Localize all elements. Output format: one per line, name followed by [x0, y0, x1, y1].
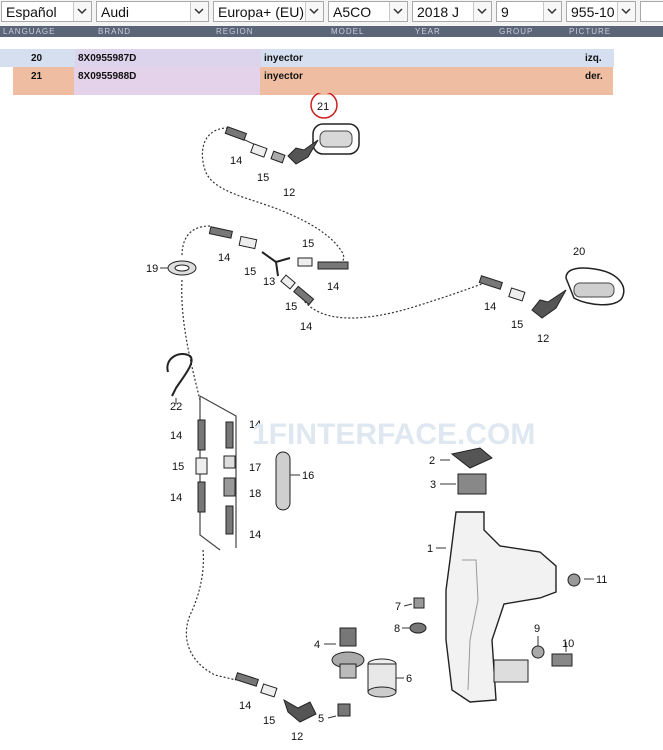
- callout-10: 10: [562, 638, 574, 650]
- label-group: GROUP: [499, 27, 534, 36]
- callout-14: 14: [249, 419, 261, 431]
- callout-18: 18: [249, 488, 261, 500]
- callout-16: 16: [302, 470, 314, 482]
- label-year: YEAR: [415, 27, 441, 36]
- upper-hose-parts: 14 15 12: [224, 126, 295, 199]
- callout-14: 14: [249, 529, 261, 541]
- lower-hose-parts: 14 15 12: [234, 672, 317, 743]
- callout-13: 13: [263, 276, 275, 288]
- highlight-circle: [310, 93, 338, 119]
- year-select-value: 2018 J: [417, 4, 460, 20]
- chevron-down-icon: [190, 2, 208, 21]
- callout-8: 8: [394, 623, 400, 635]
- callout-14: 14: [239, 700, 251, 712]
- callout-15: 15: [172, 461, 184, 473]
- injector-20: 20 14 15 12: [478, 246, 625, 345]
- hose-sleeve-16: 16: [275, 451, 314, 511]
- label-region: REGION: [216, 27, 254, 36]
- washer-reservoir: 1 2 3 4 6 5 7 8 9 10 11: [314, 447, 607, 725]
- region-select[interactable]: Europa+ (EU): [213, 1, 324, 22]
- picture-select-value: 955-10: [571, 4, 615, 20]
- callout-17: 17: [249, 462, 261, 474]
- part-position: 20: [31, 53, 43, 64]
- part-number-cell: [74, 67, 260, 95]
- label-language: LANGUAGE: [3, 27, 56, 36]
- year-select[interactable]: 2018 J: [412, 1, 492, 22]
- part-number: 8X0955988D: [78, 71, 137, 82]
- parts-row-selected[interactable]: 21 8X0955988D inyector der.: [13, 67, 613, 95]
- callout-12: 12: [537, 333, 549, 345]
- callout-14: 14: [484, 301, 496, 313]
- group-select-value: 9: [501, 4, 509, 20]
- chevron-down-icon: [473, 2, 491, 21]
- label-picture: PICTURE: [569, 27, 612, 36]
- grommet-19: 19: [146, 260, 197, 276]
- brand-select-value: Audi: [101, 4, 130, 20]
- label-model: MODEL: [331, 27, 365, 36]
- selector-bar: Español Audi Europa+ (EU) A5CO 2018 J 9 …: [0, 0, 663, 26]
- callout-1: 1: [427, 543, 433, 555]
- callout-7: 7: [395, 601, 401, 613]
- callout-15: 15: [285, 301, 297, 313]
- callout-15: 15: [511, 319, 523, 331]
- chevron-down-icon: [543, 2, 561, 21]
- part-number-cell: [75, 49, 261, 67]
- callout-6: 6: [406, 673, 412, 685]
- vertical-hose-group: 14 15 14 14 17 18 14: [170, 419, 261, 541]
- part-position: 21: [31, 71, 43, 82]
- callout-22: 22: [170, 401, 182, 413]
- watermark-text: 1FINTERFACE.COM: [252, 418, 535, 451]
- exploded-parts-diagram: 21 14 15 12 14 15 13 15 14 15 14 19: [146, 93, 625, 743]
- callout-5: 5: [318, 713, 324, 725]
- chevron-down-icon: [389, 2, 407, 21]
- callout-19: 19: [146, 263, 158, 275]
- language-select-value: Español: [6, 4, 57, 20]
- brand-select[interactable]: Audi: [96, 1, 209, 22]
- model-select-value: A5CO: [333, 4, 372, 20]
- callout-14: 14: [170, 492, 182, 504]
- cable-tie-22: 22: [166, 353, 193, 413]
- callout-9: 9: [534, 623, 540, 635]
- language-select[interactable]: Español: [1, 1, 92, 22]
- callout-14: 14: [300, 321, 312, 333]
- callout-15: 15: [257, 172, 269, 184]
- extra-select[interactable]: [640, 1, 663, 22]
- callout-14: 14: [327, 281, 339, 293]
- part-note: izq.: [585, 53, 602, 64]
- injector-21: 21: [287, 93, 360, 165]
- callout-15: 15: [244, 266, 256, 278]
- chevron-down-icon: [305, 2, 323, 21]
- chevron-down-icon: [617, 2, 635, 21]
- region-select-value: Europa+ (EU): [218, 4, 304, 20]
- chevron-down-icon: [73, 2, 91, 21]
- part-note: der.: [585, 71, 603, 82]
- label-brand: BRAND: [98, 27, 132, 36]
- part-number: 8X0955987D: [78, 53, 137, 64]
- callout-15: 15: [302, 238, 314, 250]
- picture-select[interactable]: 955-10: [566, 1, 636, 22]
- part-description: inyector: [264, 53, 303, 64]
- callout-12: 12: [283, 187, 295, 199]
- callout-15: 15: [263, 715, 275, 727]
- group-select[interactable]: 9: [496, 1, 562, 22]
- middle-hose-parts: 14 15 13 15 14 15 14: [208, 226, 349, 333]
- selector-labels-bar: LANGUAGE BRAND REGION MODEL YEAR GROUP P…: [0, 26, 663, 37]
- model-select[interactable]: A5CO: [328, 1, 408, 22]
- callout-14: 14: [170, 430, 182, 442]
- callout-14: 14: [230, 155, 242, 167]
- callout-2: 2: [429, 455, 435, 467]
- callout-3: 3: [430, 479, 436, 491]
- callout-21: 21: [317, 101, 329, 113]
- callout-11: 11: [596, 574, 607, 586]
- parts-row[interactable]: 20 8X0955987D inyector izq.: [0, 49, 614, 67]
- callout-14: 14: [218, 252, 230, 264]
- part-description: inyector: [264, 71, 303, 82]
- callout-4: 4: [314, 639, 320, 651]
- callout-20: 20: [573, 246, 585, 258]
- callout-12: 12: [291, 731, 303, 743]
